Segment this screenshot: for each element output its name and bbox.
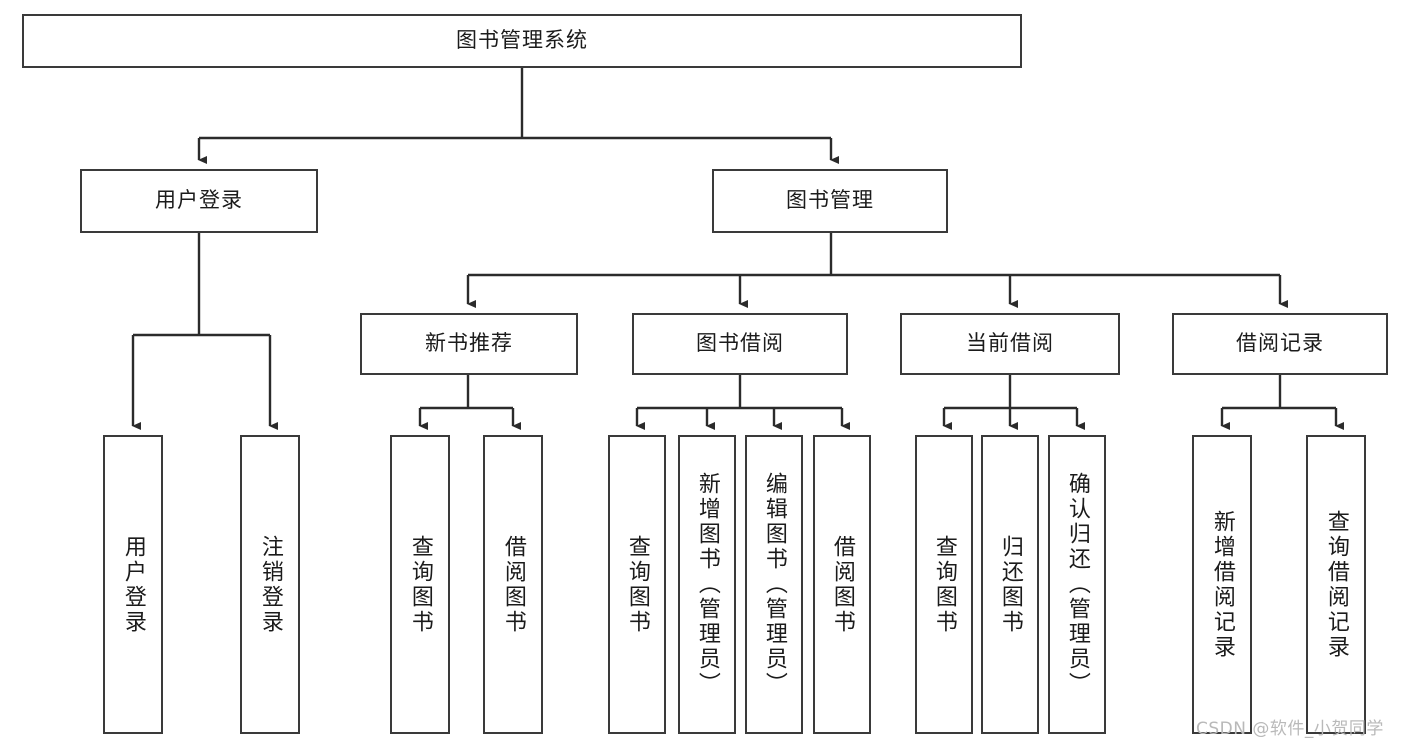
node-leaf-confirm-return[interactable]: 确认归还（管理员） <box>1048 435 1106 734</box>
node-leaf-query-book-2-label: 查询图书 <box>624 534 650 635</box>
node-leaf-query-record[interactable]: 查询借阅记录 <box>1306 435 1366 734</box>
node-leaf-borrow-book-2[interactable]: 借阅图书 <box>813 435 871 734</box>
node-root-label: 图书管理系统 <box>456 28 588 53</box>
edges-newbook-to-leaves <box>418 375 521 430</box>
node-leaf-logout-label: 注销登录 <box>257 534 283 635</box>
edges-bookborrow-to-leaves <box>635 375 850 430</box>
node-book-management-label: 图书管理 <box>786 188 874 213</box>
node-leaf-return-book-label: 归还图书 <box>997 534 1023 635</box>
node-leaf-edit-book[interactable]: 编辑图书（管理员） <box>745 435 803 734</box>
node-leaf-confirm-return-label: 确认归还（管理员） <box>1064 472 1090 697</box>
node-borrow-record[interactable]: 借阅记录 <box>1172 313 1388 375</box>
node-current-borrow[interactable]: 当前借阅 <box>900 313 1120 375</box>
node-leaf-add-book[interactable]: 新增图书（管理员） <box>678 435 736 734</box>
node-borrow-record-label: 借阅记录 <box>1236 331 1324 356</box>
node-book-management[interactable]: 图书管理 <box>712 169 948 233</box>
node-user-login-label: 用户登录 <box>155 188 243 213</box>
node-leaf-user-login-label: 用户登录 <box>120 534 146 635</box>
node-root[interactable]: 图书管理系统 <box>22 14 1022 68</box>
node-leaf-query-book-1-label: 查询图书 <box>407 534 433 635</box>
node-leaf-query-record-label: 查询借阅记录 <box>1323 509 1349 660</box>
edges-borrowrecord-to-leaves <box>1220 375 1344 430</box>
node-leaf-query-book-3-label: 查询图书 <box>931 534 957 635</box>
node-book-borrow-label: 图书借阅 <box>696 331 784 356</box>
node-new-book-recommend[interactable]: 新书推荐 <box>360 313 578 375</box>
node-user-login[interactable]: 用户登录 <box>80 169 318 233</box>
node-leaf-borrow-book-1-label: 借阅图书 <box>500 534 526 635</box>
edges-currentborrow-to-leaves <box>942 375 1085 430</box>
node-leaf-add-book-label: 新增图书（管理员） <box>694 472 720 697</box>
node-leaf-query-book-3[interactable]: 查询图书 <box>915 435 973 734</box>
node-leaf-return-book[interactable]: 归还图书 <box>981 435 1039 734</box>
node-leaf-edit-book-label: 编辑图书（管理员） <box>761 472 787 697</box>
edges-root-to-level1 <box>197 68 839 164</box>
node-leaf-add-record[interactable]: 新增借阅记录 <box>1192 435 1252 734</box>
node-leaf-query-book-2[interactable]: 查询图书 <box>608 435 666 734</box>
node-leaf-user-login[interactable]: 用户登录 <box>103 435 163 734</box>
node-leaf-borrow-book-2-label: 借阅图书 <box>829 534 855 635</box>
edges-userlogin-to-leaves <box>131 233 278 430</box>
node-leaf-borrow-book-1[interactable]: 借阅图书 <box>483 435 543 734</box>
node-leaf-logout[interactable]: 注销登录 <box>240 435 300 734</box>
node-leaf-query-book-1[interactable]: 查询图书 <box>390 435 450 734</box>
node-current-borrow-label: 当前借阅 <box>966 331 1054 356</box>
edges-bookmanagement-to-level2 <box>466 233 1288 308</box>
csdn-watermark: CSDN @软件_小贺同学 <box>1196 719 1384 739</box>
node-new-book-recommend-label: 新书推荐 <box>425 331 513 356</box>
node-book-borrow[interactable]: 图书借阅 <box>632 313 848 375</box>
node-leaf-add-record-label: 新增借阅记录 <box>1209 509 1235 660</box>
